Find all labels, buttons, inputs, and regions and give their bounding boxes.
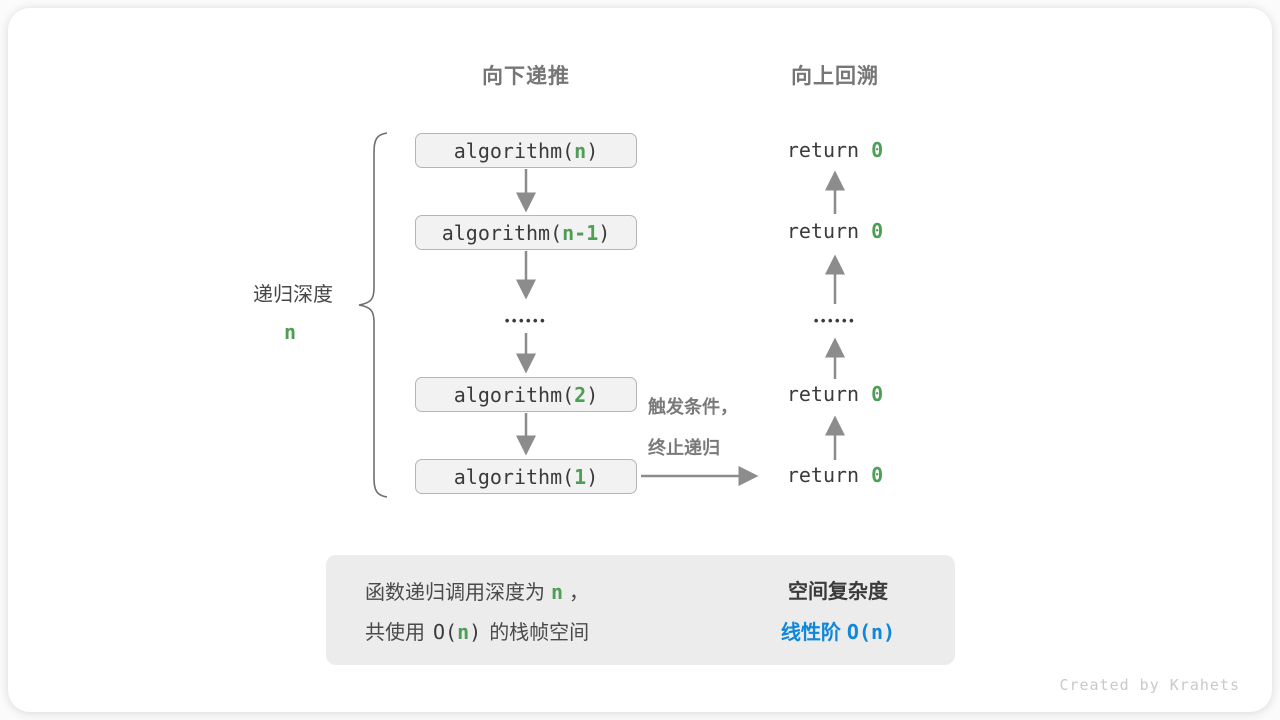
code-arg: 2 (574, 382, 587, 407)
summary-desc-line2: 共使用 O(n) 的栈帧空间 (365, 620, 589, 646)
recursion-depth-value: n (283, 320, 297, 344)
summary-code-O: O( (433, 620, 458, 644)
return-value: 0 (871, 463, 884, 487)
code-text: return (786, 382, 872, 406)
summary-code-close: ) (469, 620, 482, 644)
call-box-algorithm-n: algorithm(n) (415, 133, 637, 168)
summary-code-n: n (551, 580, 564, 604)
code-text: algorithm( (453, 464, 575, 489)
return-statement: return 0 (735, 382, 935, 406)
credit-text: Created by Krahets (1059, 676, 1240, 694)
code-text: ) (586, 138, 599, 163)
return-statement: return 0 (735, 463, 935, 487)
result-label: 线性阶 (780, 622, 841, 644)
summary-text: ， (569, 582, 590, 604)
base-case-note-line1: 触发条件， (648, 397, 738, 417)
call-stack-ellipsis: •••••• (504, 313, 548, 328)
recursion-depth-label: 递归深度 (253, 284, 333, 306)
code-arg: n-1 (562, 220, 599, 245)
depth-brace-icon (358, 132, 388, 498)
code-text: algorithm( (441, 220, 563, 245)
summary-text: 函数递归调用深度为 (365, 582, 545, 604)
code-text: ) (598, 220, 611, 245)
return-value: 0 (871, 138, 884, 162)
code-text: algorithm( (453, 138, 575, 163)
code-text: return (786, 219, 872, 243)
return-value: 0 (871, 382, 884, 406)
call-box-algorithm-n-1: algorithm(n-1) (415, 215, 637, 250)
code-text: algorithm( (453, 382, 575, 407)
call-box-algorithm-2: algorithm(2) (415, 377, 637, 412)
code-text: return (786, 138, 872, 162)
return-value: 0 (871, 219, 884, 243)
call-box-algorithm-1: algorithm(1) (415, 459, 637, 494)
return-statement: return 0 (735, 219, 935, 243)
summary-text: 的栈帧空间 (489, 622, 590, 644)
code-arg: 1 (574, 464, 587, 489)
code-text: return (786, 463, 872, 487)
base-case-note-line2: 终止递归 (648, 438, 720, 458)
space-complexity-title: 空间复杂度 (788, 581, 888, 603)
code-arg: n (574, 138, 587, 163)
header-upward-backtracking: 向上回溯 (791, 65, 879, 88)
summary-text: 共使用 (365, 622, 425, 644)
summary-code-n: n (457, 620, 470, 644)
code-text: ) (586, 382, 599, 407)
returns-ellipsis: •••••• (813, 313, 857, 328)
header-downward-recursion: 向下递推 (482, 65, 570, 88)
result-code: O(n) (846, 620, 896, 644)
summary-desc-line1: 函数递归调用深度为 n， (365, 580, 589, 606)
summary-panel (326, 555, 955, 665)
return-statement: return 0 (735, 138, 935, 162)
code-text: ) (586, 464, 599, 489)
